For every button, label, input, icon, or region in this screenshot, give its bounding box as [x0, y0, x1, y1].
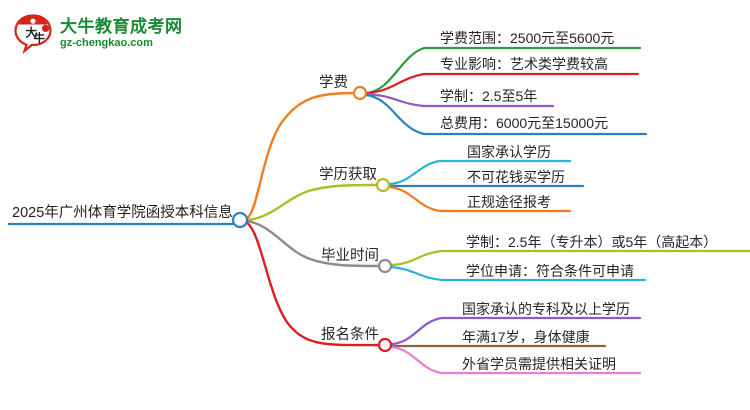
branch-node-circle-icon-4 — [377, 337, 393, 353]
brand-logo: 大 牛 大牛教育成考网 gz-chengkao.com — [12, 10, 192, 56]
leaf-label-1-2[interactable]: 专业影响：艺术类学费较高 — [440, 56, 608, 72]
leaf-label-1-1[interactable]: 学费范围：2500元至5600元 — [440, 30, 615, 46]
leaf-label-4-1[interactable]: 国家承认的专科及以上学历 — [462, 301, 630, 317]
branch-node-circle-icon-3 — [377, 258, 393, 274]
branch-link-2 — [244, 183, 379, 222]
brand-title: 大牛教育成考网 — [60, 16, 183, 36]
branch-label-xueli-huoqu[interactable]: 学历获取 — [319, 167, 377, 183]
leaf-label-4-3[interactable]: 外省学员需提供相关证明 — [462, 356, 616, 372]
branch-node-circle-icon-2 — [375, 177, 391, 193]
branch-label-biye-shijian[interactable]: 毕业时间 — [321, 248, 379, 264]
leaf-label-1-4[interactable]: 总费用：6000元至15000元 — [440, 115, 609, 131]
leaf-label-2-3[interactable]: 正规途径报考 — [467, 194, 551, 210]
leaf-label-1-3[interactable]: 学制：2.5至5年 — [440, 88, 538, 104]
branch-link-1 — [244, 91, 356, 221]
brand-text-group: 大牛教育成考网 gz-chengkao.com — [60, 18, 183, 49]
leaf-label-2-1[interactable]: 国家承认学历 — [467, 144, 551, 160]
svg-text:大: 大 — [26, 26, 38, 40]
svg-text:牛: 牛 — [34, 31, 46, 45]
daniu-speech-bubble-logo-icon: 大 牛 — [12, 12, 54, 55]
leaf-label-3-1[interactable]: 学制：2.5年（专升本）或5年（高起本） — [466, 234, 718, 250]
brand-url: gz-chengkao.com — [60, 36, 153, 49]
leaf-label-2-2[interactable]: 不可花钱买学历 — [467, 169, 565, 185]
leaf-label-4-2[interactable]: 年满17岁，身体健康 — [462, 329, 590, 345]
leaf-label-3-2[interactable]: 学位申请：符合条件可申请 — [466, 263, 634, 279]
root-node-circle-icon — [231, 211, 249, 229]
branch-label-baoming-tiaojian[interactable]: 报名条件 — [321, 327, 379, 343]
root-node-label[interactable]: 2025年广州体育学院函授本科信息 — [12, 205, 233, 221]
branch-node-circle-icon-1 — [352, 85, 368, 101]
branch-label-xuefei[interactable]: 学费 — [319, 75, 348, 91]
